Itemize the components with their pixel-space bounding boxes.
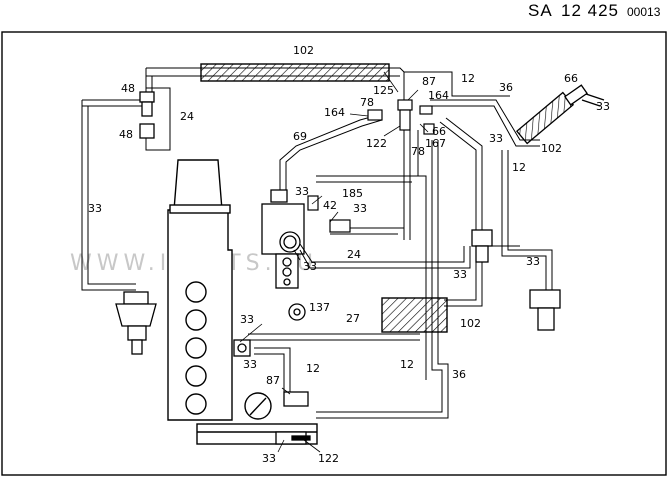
label-42: 42 — [323, 199, 337, 212]
label-33: 33 — [489, 132, 503, 145]
label-122: 122 — [366, 137, 387, 150]
label-33: 33 — [243, 358, 257, 371]
label-33: 33 — [303, 260, 317, 273]
lower-vacuum-valve — [233, 339, 251, 357]
label-12: 12 — [512, 161, 526, 174]
label-12: 12 — [306, 362, 320, 375]
part-labels: 102 12 87 36 66 33 48 24 48 125 164 164 … — [88, 44, 610, 465]
vacuum-valve-top-right — [564, 84, 605, 107]
label-12: 12 — [400, 358, 414, 371]
label-33: 33 — [526, 255, 540, 268]
label-33: 33 — [453, 268, 467, 281]
label-27: 27 — [346, 312, 360, 325]
leader-lines — [239, 71, 429, 453]
label-167: 167 — [425, 137, 446, 150]
label-36: 36 — [452, 368, 466, 381]
label-36: 36 — [499, 81, 513, 94]
label-78: 78 — [360, 96, 374, 109]
label-33: 33 — [262, 452, 276, 465]
vacuum-hoses — [81, 67, 553, 419]
hatched-heat-shield-center — [381, 297, 448, 333]
throttle-housing — [261, 189, 305, 289]
catalog-sheet-sequence: 00013 — [627, 5, 661, 19]
label-33: 33 — [295, 185, 309, 198]
label-102: 102 — [460, 317, 481, 330]
label-33: 33 — [88, 202, 102, 215]
vacuum-control-valve-right — [471, 229, 561, 331]
label-164: 164 — [324, 106, 345, 119]
label-12: 12 — [461, 72, 475, 85]
label-24: 24 — [347, 248, 361, 261]
label-125: 125 — [373, 84, 394, 97]
hose-junctions — [307, 99, 435, 233]
label-78: 78 — [411, 145, 425, 158]
label-87: 87 — [422, 75, 436, 88]
bottom-junction — [275, 391, 311, 445]
label-24: 24 — [180, 110, 194, 123]
label-66: 66 — [432, 125, 446, 138]
vacuum-sensor-137 — [288, 303, 306, 321]
label-48: 48 — [119, 128, 133, 141]
label-33: 33 — [240, 313, 254, 326]
label-48: 48 — [121, 82, 135, 95]
label-102: 102 — [541, 142, 562, 155]
label-102: 102 — [293, 44, 314, 57]
label-87: 87 — [266, 374, 280, 387]
engine-block — [167, 159, 318, 445]
label-164: 164 — [428, 89, 449, 102]
label-185: 185 — [342, 187, 363, 200]
label-66: 66 — [564, 72, 578, 85]
catalog-section-code: SA — [528, 1, 553, 20]
drawing-frame — [1, 31, 667, 476]
vacuum-actuator-left — [115, 291, 157, 355]
label-33: 33 — [596, 100, 610, 113]
label-122: 122 — [318, 452, 339, 465]
hatched-heat-shield-top — [200, 63, 390, 82]
check-valve-48 — [139, 91, 155, 139]
label-33: 33 — [353, 202, 367, 215]
label-137: 137 — [309, 301, 330, 314]
catalog-drawing-number: 12 425 — [561, 1, 619, 20]
label-69: 69 — [293, 130, 307, 143]
hatched-heat-shield-right — [515, 91, 575, 145]
